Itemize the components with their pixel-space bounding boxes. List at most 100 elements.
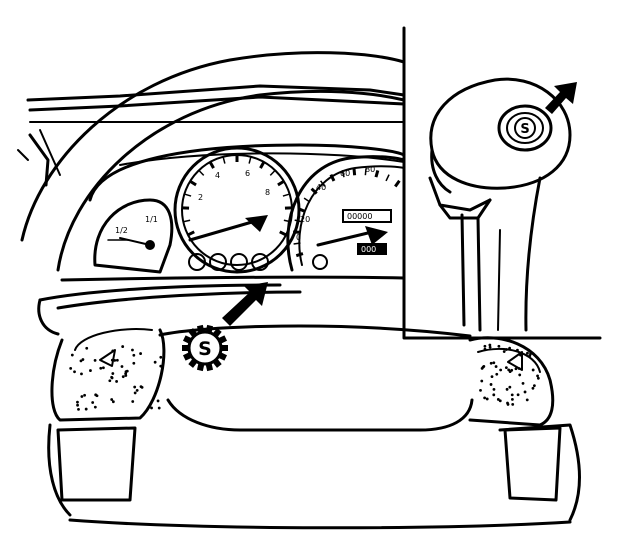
grip-dot [526,351,529,355]
speedometer: 0 20 40 60 80 00000 000 [286,155,406,272]
grip-dot [508,370,512,374]
grip-dot [505,348,508,351]
grip-dot [124,374,128,377]
grip-dot [516,348,519,352]
speedo-tick [310,187,318,195]
speedo-tick [320,180,326,187]
grip-dot [81,358,85,361]
grip-dot [510,397,514,401]
grip-dot [483,347,487,351]
grip-dot [111,372,115,375]
fuel-label-mid: 1/2 [115,226,128,235]
grip-dot [150,406,153,410]
speedo-tick [295,252,304,258]
tacho-tick [277,179,285,187]
grip-dot [499,368,503,372]
grip-dot [531,368,535,372]
grip-dot [502,350,506,353]
grip-dot [91,401,95,404]
cog-tooth [182,345,188,351]
gear-selector-inset: S [402,26,602,340]
grip-dot [93,405,97,409]
grip-dot [70,353,74,357]
speedo-tick [364,168,367,176]
grip-dot [159,355,163,359]
grip-dot [488,345,492,349]
grip-dot [139,385,143,389]
grip-dot [85,346,89,350]
speedo-label-60: 60 [340,169,350,178]
grip-dot [495,372,499,376]
cog-tooth [222,345,228,351]
fuel-label-top: 1/1 [145,215,158,224]
grip-dot [508,346,512,350]
grip-dot [489,383,493,386]
speedo-tick [341,170,345,178]
grip-dot [521,381,525,385]
grip-dot [115,358,119,362]
tacho-tick [208,161,215,169]
odometer-display [342,209,392,223]
tacho-tick [184,193,192,197]
tacho-tick [282,193,290,197]
grip-dot [93,358,97,362]
grip-dot [108,379,112,383]
grip-dot [131,348,134,352]
grip-dot [528,354,532,358]
grip-dot [159,364,163,368]
tacho-tick [279,230,287,237]
sport-mode-badge: S [182,324,228,372]
sport-button-symbol: S [520,122,529,137]
tacho-label-4: 4 [215,171,220,180]
grip-dot [139,352,142,355]
grip-dot [516,393,520,397]
trip-display [357,243,387,255]
grip-dot [115,380,118,383]
tacho-tick [198,169,205,176]
grip-dot [133,385,137,389]
grip-dot [523,390,527,394]
speedo-label-0: 0 [296,233,301,242]
grip-dot [102,366,105,370]
grip-dot [133,391,137,395]
fuel-gauge: 1/1 1/2 [93,198,174,274]
grip-dot [511,402,515,406]
speedo-tick [294,219,302,223]
grip-dot [506,403,510,406]
grip-dot [508,385,512,389]
warning-lights [188,253,328,271]
grip-dot [125,369,129,373]
grip-dot [111,400,115,404]
tacho-tick [259,161,266,169]
grip-dot [132,353,136,357]
dashboard-top [17,84,406,187]
tacho-tick [183,219,191,223]
grip-dot [110,375,114,379]
cog-tooth [196,363,205,372]
speedo-label-80: 80 [365,165,375,174]
tachometer: 2 4 6 8 [173,146,301,274]
grip-dot [121,375,125,379]
grip-dot [153,360,157,364]
speedo-tick [303,197,311,203]
tacho-tick [269,169,276,176]
pointer-arrow-main [222,282,268,326]
grip-dot [76,403,79,407]
cog-tooth [205,363,214,372]
grip-dot [496,398,500,401]
grip-dot [536,376,540,380]
grip-dot [510,393,514,397]
grip-dot [480,366,484,370]
grip-dot [490,375,494,379]
speedo-tick [374,170,380,178]
grip-dot [69,366,73,370]
grip-dot [157,406,161,410]
tacho-tick [222,156,226,164]
grip-dot [84,407,88,411]
grip-dot [480,379,484,383]
grip-dot [73,370,76,374]
grip-dot [156,399,160,403]
grip-dot [525,398,529,402]
grip-dot [531,386,535,390]
